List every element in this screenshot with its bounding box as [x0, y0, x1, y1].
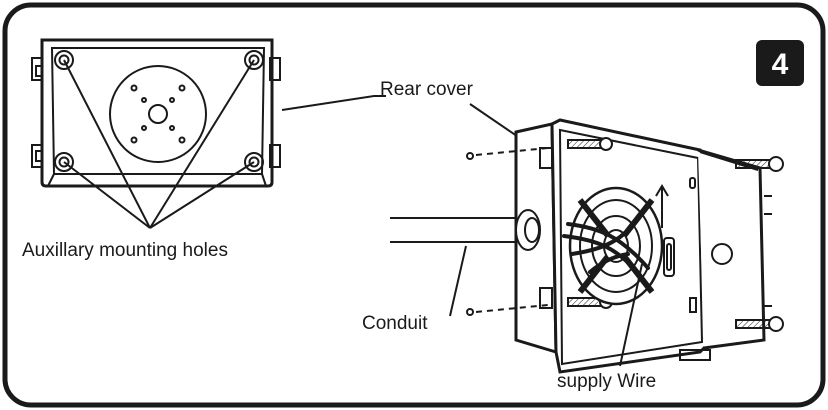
step-badge: 4 — [756, 40, 804, 86]
conduit-pipe — [390, 217, 520, 243]
enclosure-screws — [567, 137, 784, 332]
aux-holes-label: Auxillary mounting holes — [22, 240, 228, 261]
screw-paths — [466, 147, 549, 316]
supply-wire-leader — [619, 263, 643, 367]
wire-grille — [568, 186, 664, 306]
conduit-leader — [449, 245, 467, 317]
supply-wire-label: supply Wire — [557, 371, 656, 392]
supply-wires — [562, 222, 650, 278]
rear-view-enclosure — [31, 38, 281, 188]
aux-holes-leaders — [63, 59, 255, 229]
rear-cover-label: Rear cover — [380, 79, 474, 100]
rear-cover-leader-left — [281, 95, 386, 111]
step-number: 4 — [772, 48, 789, 81]
conduit-label: Conduit — [362, 313, 428, 334]
